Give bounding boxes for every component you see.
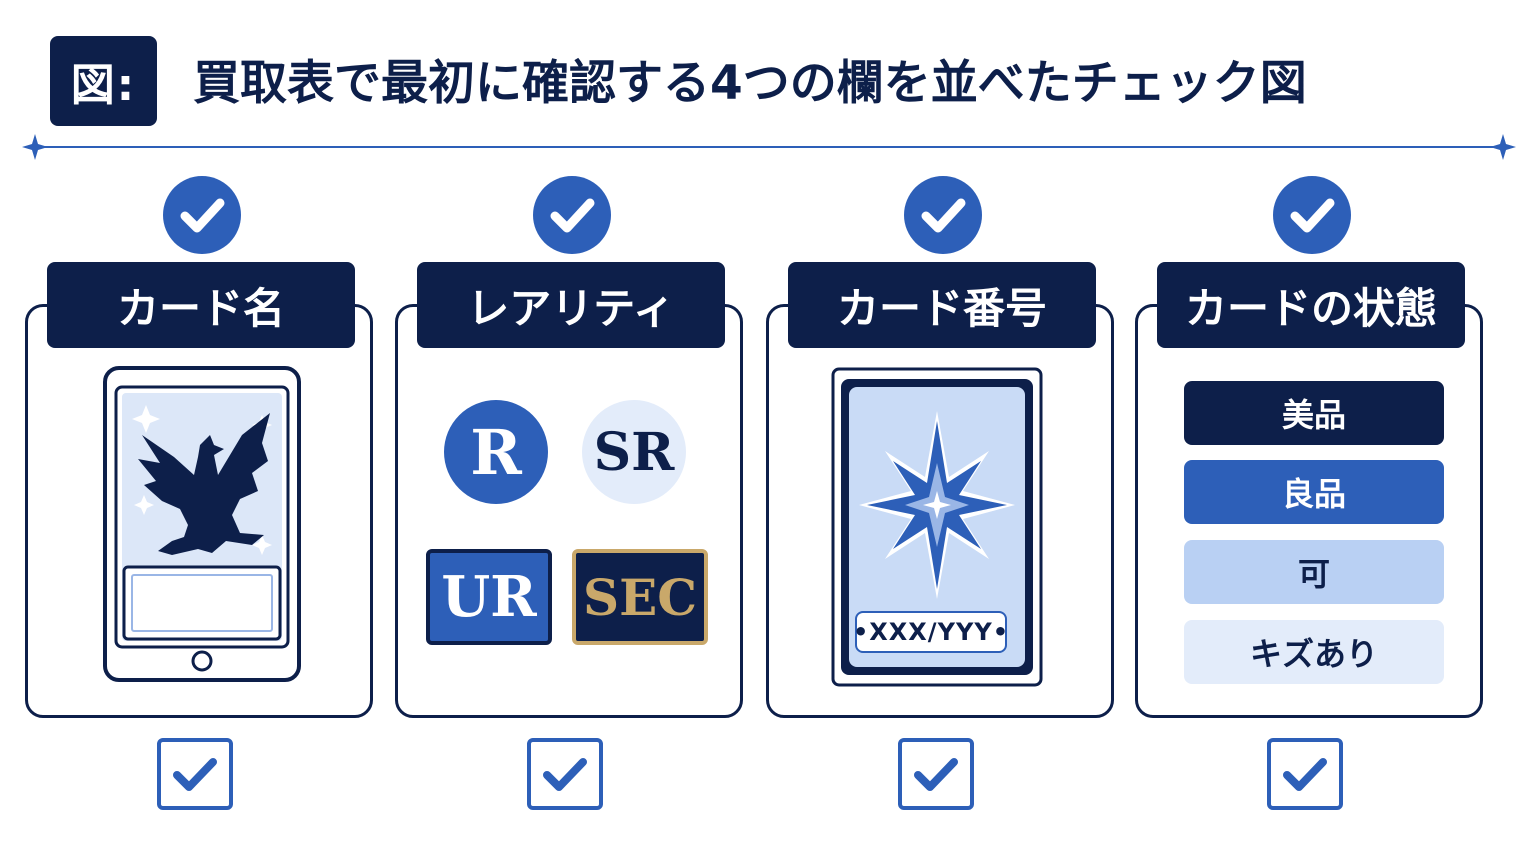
checkbox-checked-icon[interactable] [898,738,974,810]
panel-rarity: R SR UR SEC [395,304,743,718]
check-circle-icon [904,176,982,254]
panel-card-name [25,304,373,718]
condition-item: キズあり [1184,620,1444,684]
rarity-ur-badge: UR [426,549,552,645]
rarity-sec-badge: SEC [572,549,708,645]
condition-item: 良品 [1184,460,1444,524]
panel-card-condition: 美品 良品 可 キズあり [1135,304,1483,718]
figure-badge: 図: [50,36,157,126]
card-number-label: •XXX/YYY• [853,611,1008,653]
header-divider [42,146,1494,148]
rarity-sr-badge: SR [582,400,686,504]
panel-card-number: •XXX/YYY• [766,304,1114,718]
condition-item: 可 [1184,540,1444,604]
checkbox-checked-icon[interactable] [1267,738,1343,810]
label-card-number: カード番号 [788,262,1096,348]
checkbox-checked-icon[interactable] [527,738,603,810]
check-circle-icon [533,176,611,254]
column-card-condition: 美品 良品 可 キズあり カードの状態 [1135,0,1487,864]
sparkle-icon [1490,134,1516,160]
condition-item: 美品 [1184,381,1444,445]
check-circle-icon [1273,176,1351,254]
page-title: 買取表で最初に確認する4つの欄を並べたチェック図 [193,56,1307,111]
checkbox-checked-icon[interactable] [157,738,233,810]
column-card-name: カード名 [25,0,377,864]
label-card-condition: カードの状態 [1157,262,1465,348]
label-card-name: カード名 [47,262,355,348]
star-card-icon: •XXX/YYY• [831,367,1043,687]
dragon-card-icon [103,366,301,682]
rarity-r-badge: R [444,400,548,504]
check-circle-icon [163,176,241,254]
column-card-number: •XXX/YYY• カード番号 [766,0,1118,864]
label-rarity: レアリティ [417,262,725,348]
column-rarity: R SR UR SEC レアリティ [395,0,747,864]
sparkle-icon [22,134,48,160]
